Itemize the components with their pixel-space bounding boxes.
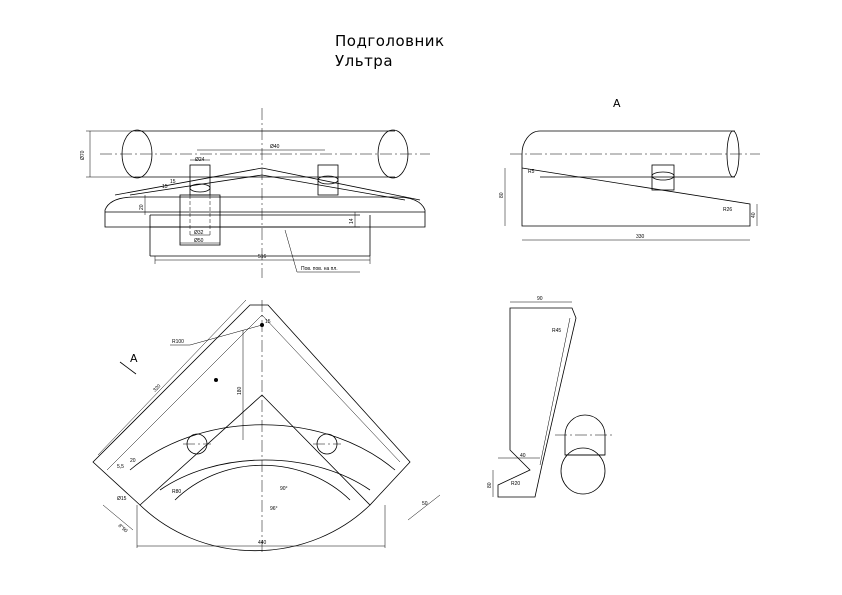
plan-dim-d1: 5,5 (117, 464, 124, 470)
dim-slot: 14 (349, 218, 355, 224)
plan-dim-angle2: 96° (270, 506, 278, 512)
plan-dim-d2: 20 (130, 458, 136, 464)
bracket-dim-angle: R45 (552, 328, 561, 334)
view-label-a: A (613, 97, 621, 110)
side-dim-end: R26 (723, 207, 732, 213)
bracket-dim-foot-h: 80 (487, 482, 493, 488)
dim-outer-dia: Ø50 (194, 238, 204, 244)
dim-pipe-span: Ø40 (270, 144, 280, 150)
plan-dim-center: 15 (265, 319, 271, 325)
side-dim-length: 330 (636, 234, 645, 240)
bracket-dim-top: 90 (537, 296, 543, 302)
bracket-dim-foot-tip: R20 (511, 481, 520, 487)
plan-dim-d5: 8°90 (117, 523, 129, 534)
section-arrow-label: A (130, 352, 138, 365)
side-dim-end-h: 40 (751, 212, 757, 218)
dim-pipe-dia: Ø70 (80, 150, 86, 160)
plan-dim-d4: R80 (172, 489, 181, 495)
front-view: Ø70 Ø40 Ø24 Ø32 Ø50 20 15 (80, 108, 430, 278)
plan-dim-radius: R100 (172, 339, 184, 345)
bracket-view: 90 R45 40 80 R20 (487, 296, 615, 498)
plan-dim-span: 440 (258, 540, 267, 546)
note-surface: Пов. пов. на пл. (301, 266, 338, 272)
drawing-title-line2: Ультра (335, 52, 393, 70)
side-dim-tip: R5 (528, 169, 535, 175)
plan-dim-side: 50 (422, 501, 428, 507)
bracket-dim-foot: 40 (520, 453, 526, 459)
dim-post-dia: Ø24 (195, 157, 205, 163)
dim-base-h: 20 (139, 204, 145, 210)
dim-base-width: 516 (258, 254, 267, 260)
plan-dim-depth: 180 (237, 386, 243, 395)
plan-dim-d3: Ø15 (117, 496, 127, 502)
side-view: R5 R26 80 40 330 (499, 130, 760, 241)
dim-small1: 15 (162, 184, 168, 190)
dim-inner-dia: Ø32 (194, 230, 204, 236)
plan-view: 180 R100 15 320 A 5,5 20 Ø15 R80 90° 96°… (92, 299, 441, 555)
plan-dim-leg: 320 (152, 383, 162, 393)
plan-dim-angle1: 90° (280, 486, 288, 492)
dim-small2: 15 (170, 179, 176, 185)
side-dim-height: 80 (499, 192, 505, 198)
drawing-title-line1: Подголовник (335, 32, 445, 50)
